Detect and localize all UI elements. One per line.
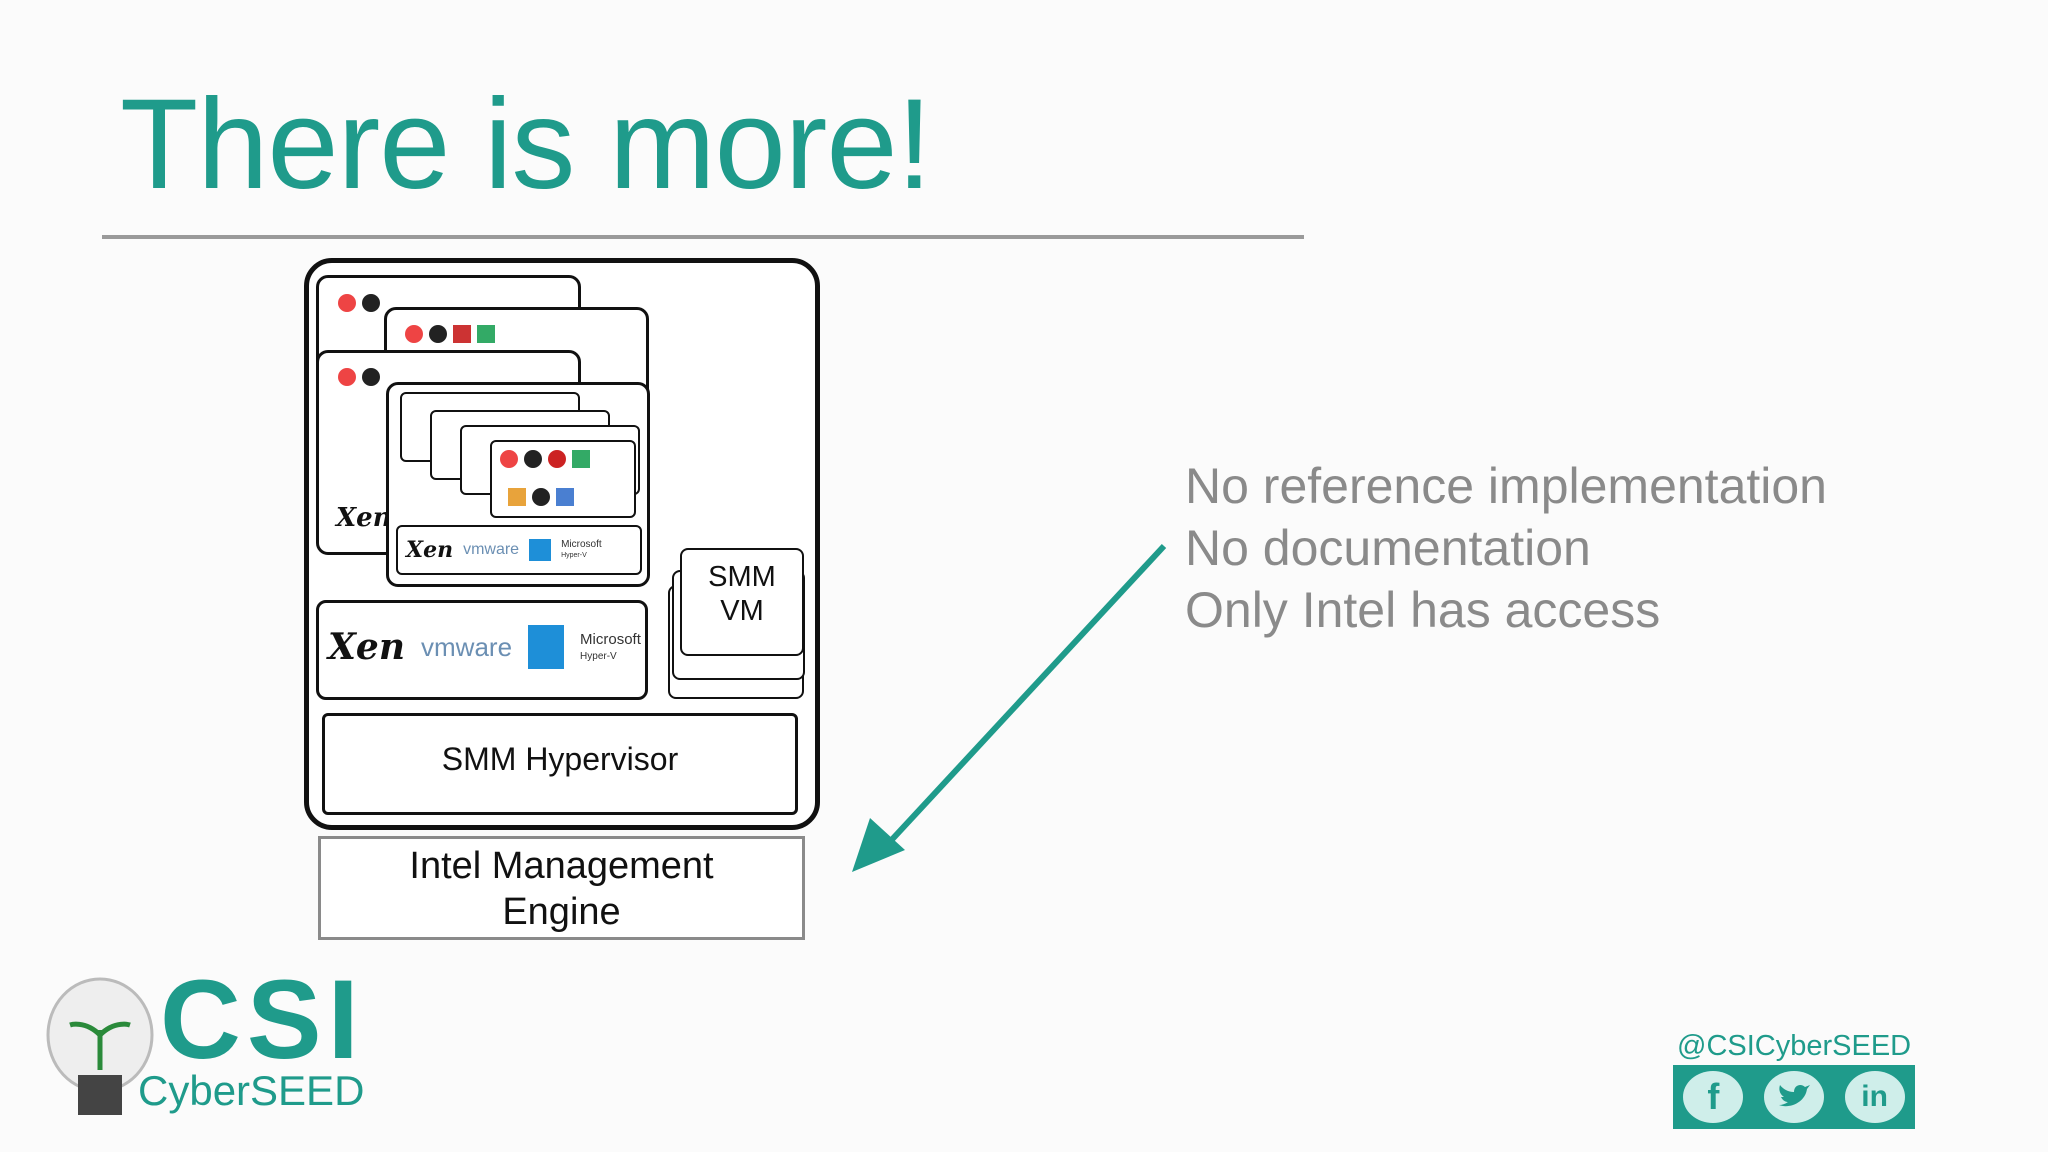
facebook-icon[interactable]: f — [1683, 1071, 1744, 1123]
app-icon — [429, 325, 447, 343]
app-icon — [548, 450, 566, 468]
smm-hypervisor-label: SMM Hypervisor — [441, 741, 679, 777]
chrome-icon — [500, 450, 518, 468]
logo-csi: CSI — [160, 957, 365, 1082]
os-icons — [508, 488, 574, 506]
intel-me-label: Intel Management Engine — [409, 845, 714, 933]
app-icon — [524, 450, 542, 468]
smm-vm-box — [680, 548, 804, 656]
intel-me-box — [318, 836, 805, 940]
smm-hypervisor-box — [322, 713, 798, 815]
app-icons — [500, 450, 590, 468]
logo-cyberseed: CyberSEED — [138, 1067, 365, 1114]
app-icon — [572, 450, 590, 468]
mac-icon — [556, 488, 574, 506]
app-icon — [477, 325, 495, 343]
social-bar: f in — [1673, 1065, 1915, 1129]
title-divider — [102, 235, 1304, 239]
xen-logo: Xen — [328, 626, 406, 668]
twitter-icon[interactable] — [1763, 1071, 1824, 1123]
chrome-icon — [338, 294, 356, 312]
app-icon — [362, 294, 380, 312]
hypervisor-logos: Xen vmware Microsoft Hyper-V — [328, 625, 641, 669]
guest-hypervisor-logos: Xen vmware Microsoft Hyper-V — [406, 537, 602, 563]
chrome-icon — [405, 325, 423, 343]
app-icon — [362, 368, 380, 386]
bullet-item: No documentation — [1185, 520, 1591, 576]
app-icons — [338, 294, 380, 312]
xen-logo: Xen — [406, 537, 454, 563]
xen-logo: Xen — [336, 503, 392, 533]
windows-logo-icon — [529, 539, 552, 561]
microsoft-label: Microsoft — [580, 631, 641, 648]
app-icons — [338, 368, 380, 386]
bullet-item: Only Intel has access — [1185, 582, 1661, 638]
hyperv-label: Hyper-V — [561, 552, 587, 559]
app-icons — [405, 325, 495, 343]
windows-logo-icon — [528, 625, 565, 669]
smm-vm-label: SMM VM — [708, 561, 776, 627]
linkedin-icon[interactable]: in — [1844, 1071, 1905, 1123]
lightbulb-icon — [46, 977, 154, 1115]
microsoft-label: Microsoft — [561, 539, 602, 550]
vmware-logo: vmware — [463, 541, 520, 558]
bullet-list: No reference implementation No documenta… — [1185, 455, 1827, 641]
bullet-item: No reference implementation — [1185, 458, 1827, 514]
hyperv-label: Hyper-V — [580, 651, 617, 662]
social-handle: @CSICyberSEED — [1677, 1030, 1912, 1062]
app-icon — [453, 325, 471, 343]
guest-hypervisor-bar — [396, 525, 642, 575]
linux-icon — [532, 488, 550, 506]
vmware-logo: vmware — [421, 631, 513, 662]
windows-icon — [508, 488, 526, 506]
hypervisor-layer — [316, 600, 648, 700]
chrome-icon — [338, 368, 356, 386]
slide-title: There is more! — [120, 73, 932, 216]
